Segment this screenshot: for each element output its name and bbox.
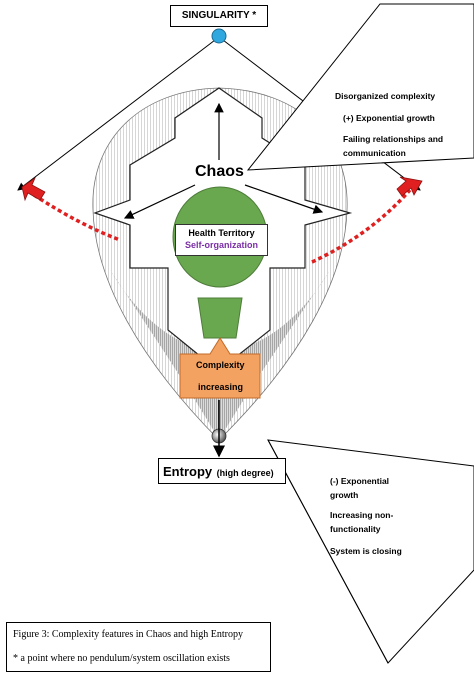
figure-caption: Figure 3: Complexity features in Chaos a… [6,622,271,672]
entropy-box: Entropy (high degree) [158,458,286,484]
top-triangle-line-4: communication [343,148,406,158]
bottom-triangle-line-3: Increasing non- [330,510,394,520]
red-arrow-right [396,176,423,197]
top-triangle-line-3: Failing relationships and [343,134,444,144]
health-green-stem [197,297,243,339]
health-territory-box: Health Territory Self-organization [175,224,268,256]
entropy-label: Entropy [163,464,213,479]
chaos-arrow-left [123,184,196,219]
top-triangle [246,3,474,171]
self-organization-label: Self-organization [184,240,258,250]
top-triangle-line-1: Disorganized complexity [335,91,436,101]
bottom-triangle-edge [267,439,389,664]
bottom-triangle-line-1: (-) Exponential [330,476,390,486]
caption-footnote: * a point where no pendulum/system oscil… [13,653,230,664]
swing-arc-left [33,193,121,242]
bottom-triangle-line-2: growth [330,490,359,500]
entropy-degree-label: (high degree) [216,468,274,478]
singularity-label: SINGULARITY * [170,5,268,27]
bottom-triangle-line-5: System is closing [330,546,402,556]
increasing-label: increasing [198,382,244,392]
chaos-label: Chaos [195,163,244,180]
diamond-line-left [17,36,220,191]
singularity-dot [211,28,227,44]
caption-title: Figure 3: Complexity features in Chaos a… [13,629,243,640]
chaos-arrow-right [244,184,324,214]
health-territory-title: Health Territory [188,228,255,238]
complexity-label: Complexity [196,360,245,370]
top-triangle-line-2: (+) Exponential growth [343,113,435,123]
bottom-triangle-line-4: functionality [330,524,381,534]
red-arrow-left [21,176,46,202]
complexity-arrow [179,337,261,399]
